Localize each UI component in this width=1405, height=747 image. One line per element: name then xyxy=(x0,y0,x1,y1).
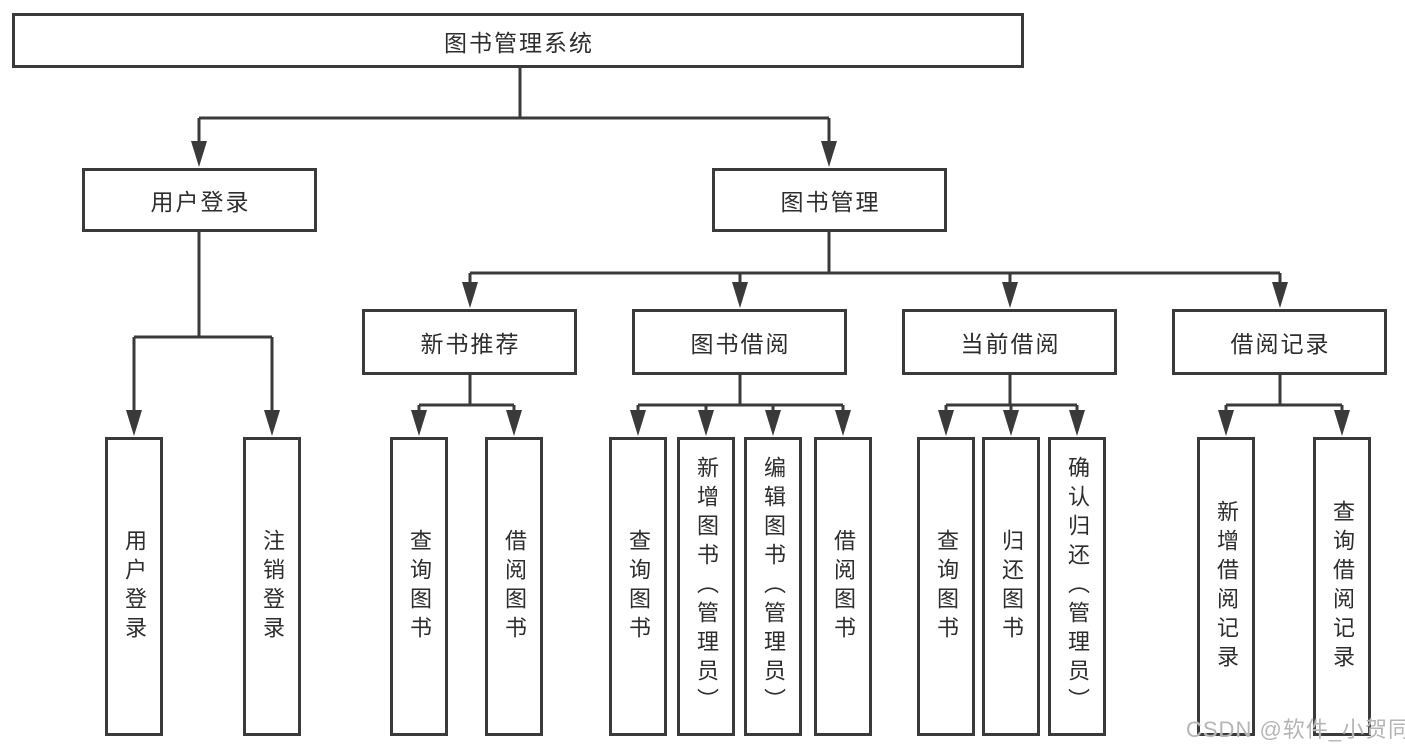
arrowhead xyxy=(411,410,427,436)
leaf-query-books-recommend: 查询图书 xyxy=(390,437,448,736)
leaf-logout: 注销登录 xyxy=(243,437,301,736)
node-label: 新书推荐 xyxy=(420,331,521,357)
node-label: 图书借阅 xyxy=(690,331,791,357)
csdn-watermark: CSDN @软件_小贺同学 xyxy=(1186,717,1405,742)
leaf-add-books-admin: 新增图书（管理员） xyxy=(677,437,735,736)
node-book-management-branch: 图书管理 xyxy=(712,168,947,232)
node-label: 查询图书 xyxy=(407,528,432,645)
node-label: 确认归还（管理员） xyxy=(1065,456,1090,717)
arrowhead xyxy=(264,410,280,436)
node-label: 查询图书 xyxy=(626,528,651,645)
node-label: 用户登录 xyxy=(122,528,147,645)
arrowhead xyxy=(1003,410,1019,436)
arrowhead xyxy=(821,141,837,167)
leaf-borrow-books-recommend: 借阅图书 xyxy=(485,437,543,736)
node-user-login-branch: 用户登录 xyxy=(82,168,317,232)
arrowhead xyxy=(765,410,781,436)
leaf-confirm-return-admin: 确认归还（管理员） xyxy=(1048,437,1106,736)
leaf-query-books-current: 查询图书 xyxy=(917,437,975,736)
arrowhead xyxy=(462,282,478,308)
node-label: 查询图书 xyxy=(934,528,959,645)
arrowhead xyxy=(938,410,954,436)
arrowhead xyxy=(630,410,646,436)
node-label: 当前借阅 xyxy=(960,331,1061,357)
node-label: 注销登录 xyxy=(260,528,285,645)
node-current-borrowing: 当前借阅 xyxy=(902,309,1117,375)
node-label: 新增图书（管理员） xyxy=(694,456,719,717)
arrowhead xyxy=(1069,410,1085,436)
arrowhead xyxy=(1272,282,1288,308)
node-label: 借阅图书 xyxy=(831,528,856,645)
leaf-borrow-books: 借阅图书 xyxy=(814,437,872,736)
arrowhead xyxy=(1218,410,1234,436)
node-label: 借阅图书 xyxy=(502,528,527,645)
node-label: 借阅记录 xyxy=(1230,331,1331,357)
arrowhead xyxy=(191,141,207,167)
arrowhead xyxy=(1002,282,1018,308)
node-book-borrowing: 图书借阅 xyxy=(632,309,847,375)
node-label: 查询借阅记录 xyxy=(1330,499,1355,674)
arrowhead xyxy=(506,410,522,436)
node-label: 图书管理系统 xyxy=(444,29,594,56)
leaf-return-books: 归还图书 xyxy=(982,437,1040,736)
node-label: 归还图书 xyxy=(999,528,1024,645)
node-library-management-system: 图书管理系统 xyxy=(12,13,1024,68)
node-label: 新增借阅记录 xyxy=(1214,499,1239,674)
leaf-query-books-borrowing: 查询图书 xyxy=(609,437,667,736)
node-new-book-recommendation: 新书推荐 xyxy=(362,309,577,375)
arrowhead xyxy=(732,282,748,308)
leaf-query-borrow-record: 查询借阅记录 xyxy=(1313,437,1371,736)
arrowhead xyxy=(698,410,714,436)
arrowhead xyxy=(835,410,851,436)
leaf-add-borrow-record: 新增借阅记录 xyxy=(1197,437,1255,736)
node-label: 编辑图书（管理员） xyxy=(761,456,786,717)
arrowhead xyxy=(126,410,142,436)
arrowhead xyxy=(1334,410,1350,436)
node-borrowing-records: 借阅记录 xyxy=(1172,309,1387,375)
leaf-edit-books-admin: 编辑图书（管理员） xyxy=(744,437,802,736)
leaf-user-login: 用户登录 xyxy=(105,437,163,736)
node-label: 用户登录 xyxy=(150,189,251,215)
node-label: 图书管理 xyxy=(780,189,881,215)
